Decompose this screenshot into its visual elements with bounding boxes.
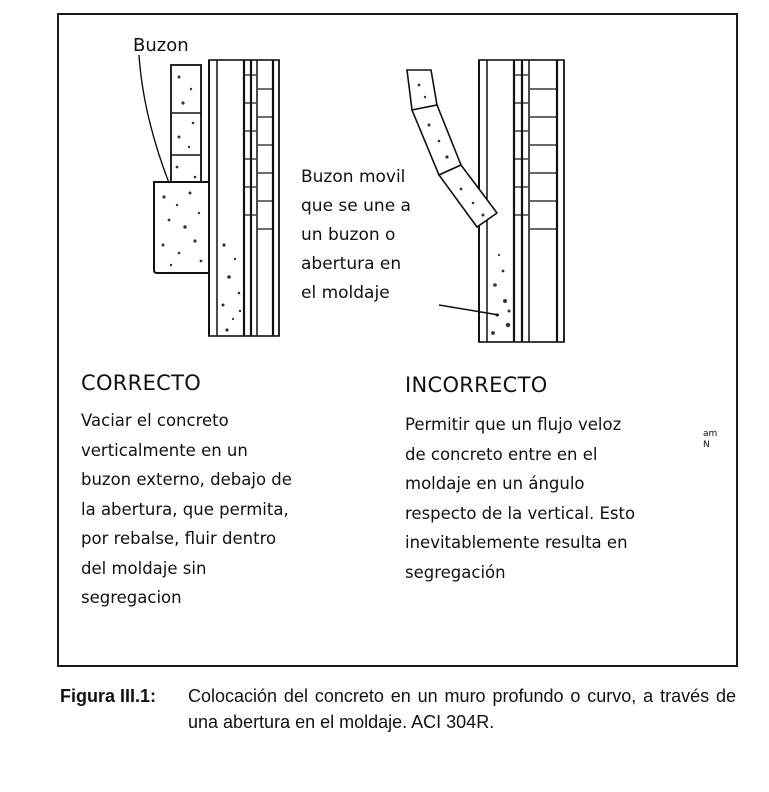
caption-label: Figura III.1: bbox=[60, 686, 157, 706]
segregated-concrete bbox=[491, 253, 511, 335]
figure-caption: Figura III.1: Colocación del concreto en… bbox=[60, 683, 740, 735]
correct-heading: CORRECTO bbox=[81, 371, 202, 395]
movable-chute-label: Buzon movil que se une a un buzon o aber… bbox=[301, 167, 411, 303]
angled-chute-incorrect bbox=[406, 69, 499, 229]
form-ties-incorrect bbox=[515, 74, 556, 230]
formwork-wall-incorrect bbox=[478, 59, 565, 343]
incorrect-heading: INCORRECTO bbox=[405, 373, 548, 397]
chute-label: Buzon bbox=[133, 35, 189, 56]
caption-text: Colocación del concreto en un muro profu… bbox=[188, 686, 736, 732]
figure-frame: Buzon Buzon movil que se une a un buzon … bbox=[57, 13, 738, 667]
chute-concrete-correct bbox=[175, 75, 197, 179]
chute-concrete-incorrect bbox=[417, 83, 485, 217]
formwork-wall-correct bbox=[208, 59, 280, 337]
stray-mark: am N bbox=[703, 429, 718, 450]
movable-chute-pointer bbox=[438, 304, 500, 316]
chute-correct bbox=[170, 64, 202, 196]
incorrect-drawing bbox=[406, 59, 565, 343]
correct-description: Vaciar el concreto verticalmente en un b… bbox=[81, 411, 292, 607]
correct-drawing bbox=[138, 54, 280, 337]
concrete-fill-correct bbox=[221, 243, 242, 332]
incorrect-description: Permitir que un flujo veloz de concreto … bbox=[405, 415, 636, 582]
hopper-concrete bbox=[161, 191, 203, 267]
chute-pointer bbox=[138, 54, 170, 184]
form-ties-correct bbox=[245, 74, 272, 230]
hopper-correct bbox=[153, 181, 210, 274]
wall-placement-illustration bbox=[138, 54, 565, 343]
